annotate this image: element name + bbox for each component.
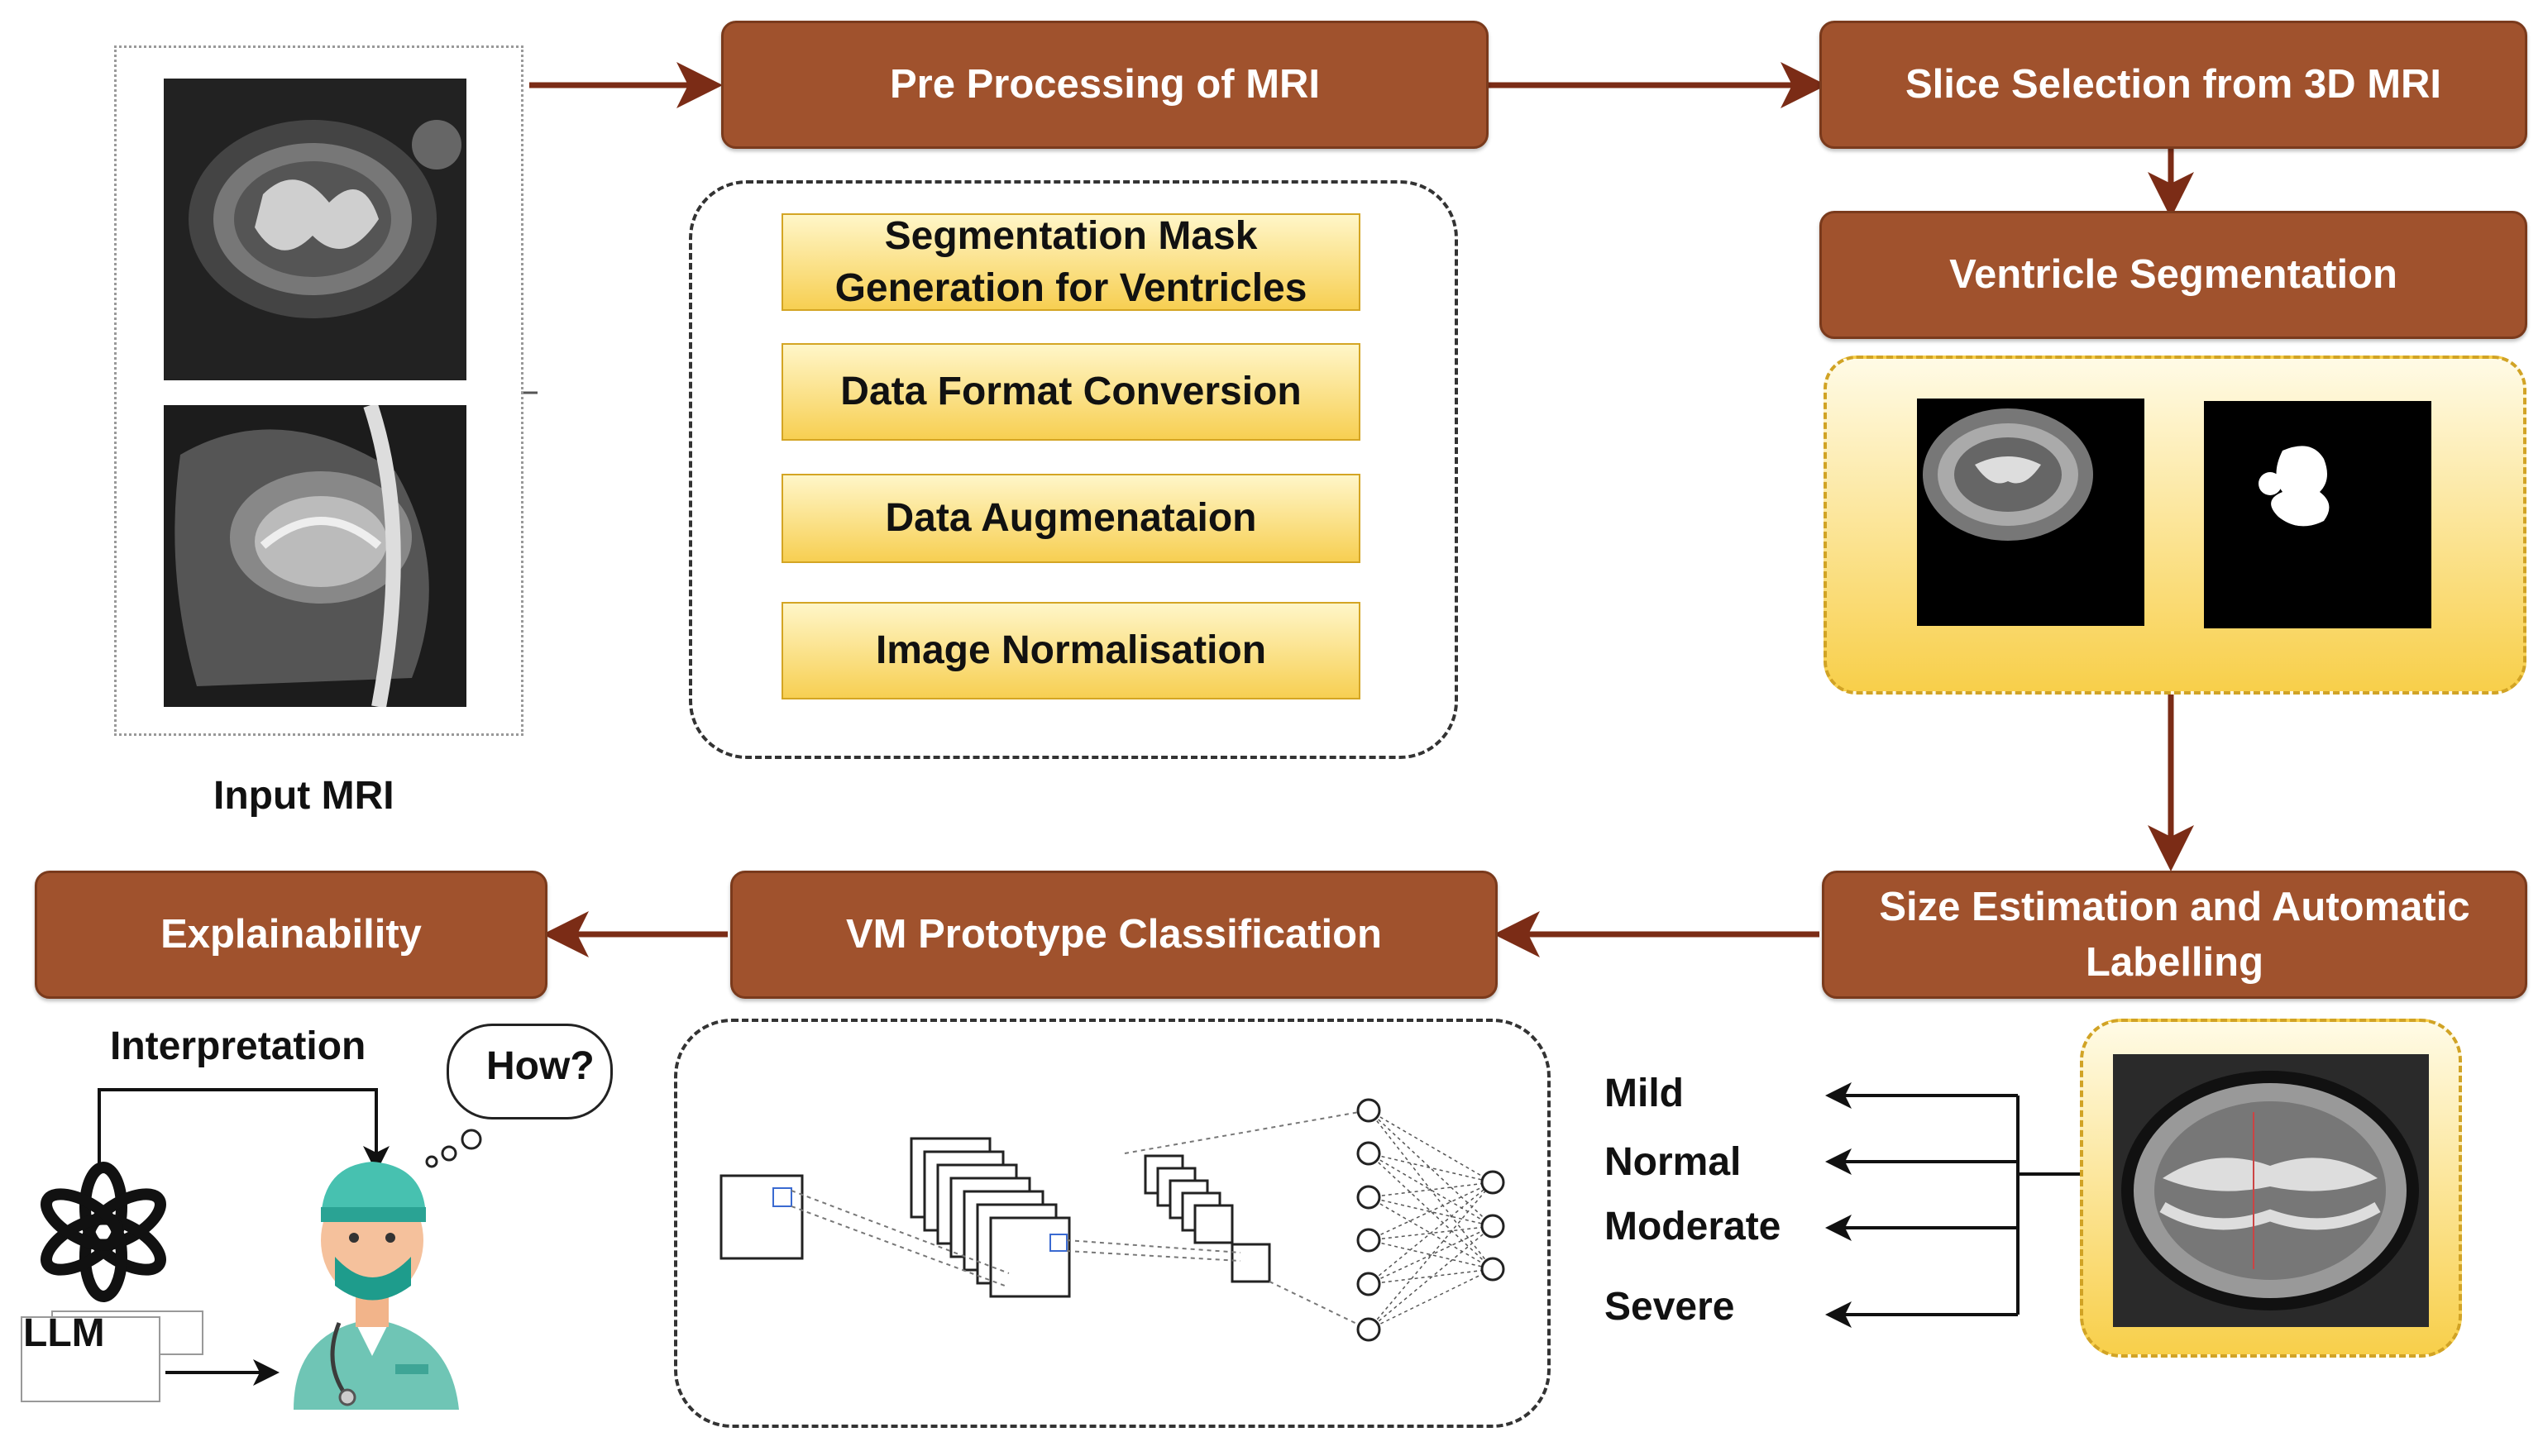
cnn-diagram-group: [674, 1019, 1551, 1428]
preprocessing-step: Pre Processing of MRI: [721, 21, 1489, 149]
measured-brain-sketch: [2113, 1054, 2429, 1327]
ventricle-segmentation-step: Ventricle Segmentation: [1819, 211, 2527, 339]
severity-label-normal: Normal: [1604, 1140, 1742, 1184]
severity-label-mild: Mild: [1604, 1072, 1684, 1115]
mask-sketch: [2204, 401, 2431, 628]
preprocessing-substeps-group: [689, 180, 1458, 759]
input-mri-label: Input MRI: [213, 774, 394, 818]
axial-mri-sketch: [164, 79, 466, 380]
severity-label-moderate: Moderate: [1604, 1205, 1781, 1248]
substep-data-format-conversion: Data Format Conversion: [782, 343, 1360, 441]
slice-selection-step: Slice Selection from 3D MRI: [1819, 21, 2527, 149]
substep-segmentation-mask: Segmentation Mask Generation for Ventric…: [782, 213, 1360, 311]
thought-cloud: [447, 1024, 613, 1119]
substep-image-normalisation: Image Normalisation: [782, 602, 1360, 699]
thought-cloud-text: How?: [486, 1044, 595, 1088]
substep-data-augmentation: Data Augmenataion: [782, 474, 1360, 563]
segmentation-mask-image: [2204, 401, 2431, 628]
measurement-mri-image: [2113, 1054, 2429, 1327]
explainability-step: Explainability: [35, 871, 547, 999]
flow-arrows: [529, 62, 2194, 957]
explainability-connectors: [98, 1088, 390, 1386]
llm-label: LLM: [23, 1311, 105, 1355]
severity-label-severe: Severe: [1604, 1285, 1735, 1329]
input-mri-frame: [114, 45, 523, 736]
llm-box-front: [21, 1316, 160, 1402]
severity-bracket: [1825, 1082, 2113, 1328]
sagittal-mri-sketch: [164, 405, 466, 707]
size-estimation-step: Size Estimation and Automatic Labelling: [1822, 871, 2527, 999]
segmentation-slice-image: [1917, 399, 2144, 626]
interpretation-label: Interpretation: [110, 1024, 366, 1068]
input-mri-image-axial: [164, 79, 466, 380]
brain-slice-sketch: [1917, 399, 2144, 626]
vm-classification-step: VM Prototype Classification: [730, 871, 1498, 999]
input-mri-image-sagittal: [164, 405, 466, 707]
